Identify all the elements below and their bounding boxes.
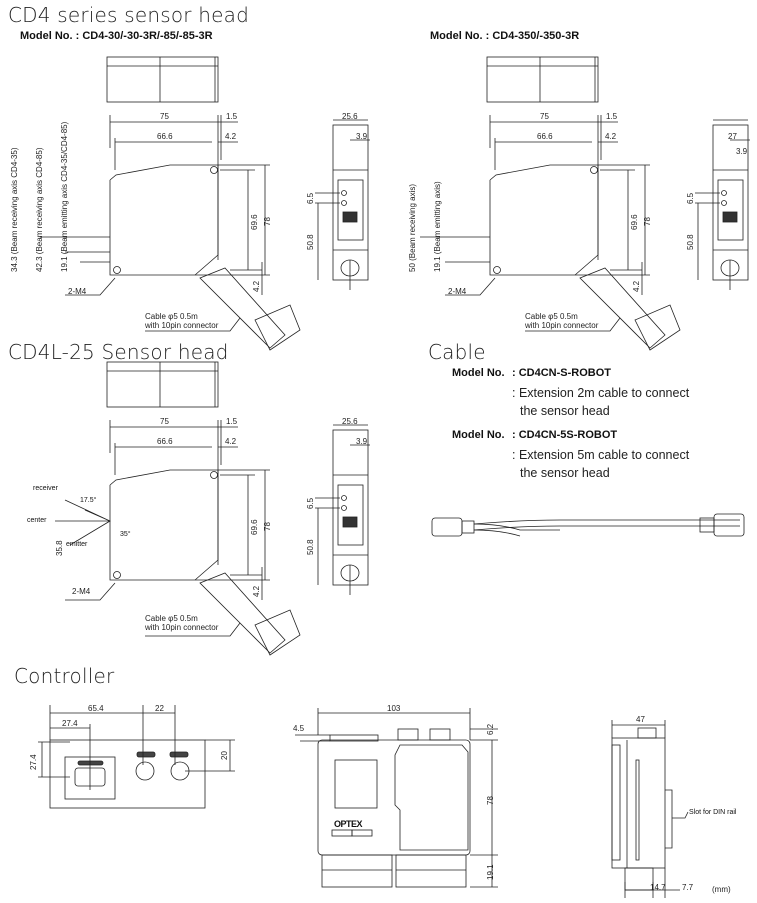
dim-rail-offset: 7.7 (682, 883, 694, 892)
dim-hole-offset: 4.2 (225, 132, 237, 141)
cd4-sensor-drawing (64, 56, 371, 351)
dim-terminal-height: 19.1 (486, 864, 495, 880)
dim-height: 78 (643, 217, 652, 226)
cable-label: Cable φ5 0.5m (145, 312, 198, 321)
dim-inner-width: 66.6 (537, 132, 553, 141)
emitter-label: emitter (66, 541, 88, 548)
dim-top-offset: 6.2 (486, 723, 495, 735)
cable-connector-label: with 10pin connector (525, 321, 599, 330)
cable-label: Cable φ5 0.5m (525, 312, 578, 321)
cable-model-label: Model No. (452, 429, 505, 441)
cable-drawing (431, 513, 745, 537)
dim-front-offset: 3.9 (736, 147, 748, 156)
receiver-angle: 17.5° (80, 497, 97, 504)
dim-height: 78 (263, 217, 272, 226)
dim-width: 75 (160, 417, 169, 426)
beam-axis-label-1: 50 (Beam receiving axis) (408, 183, 417, 272)
dim-connector-offset: 4.5 (293, 724, 305, 733)
dim-inner-width: 66.6 (157, 132, 173, 141)
cable-model-number: : CD4CN-5S-ROBOT (512, 429, 618, 441)
dim-hole-pitch: 69.6 (630, 214, 639, 230)
dim-hole-pitch: 69.6 (250, 214, 259, 230)
dim-width: 65.4 (88, 704, 104, 713)
dim-width: 75 (160, 112, 169, 121)
dim-front-height: 50.8 (306, 539, 315, 555)
dim-led-pitch: 6.5 (686, 192, 695, 204)
section-title-cd4: CD4 series sensor head (8, 3, 250, 27)
dim-width: 75 (540, 112, 549, 121)
dim-front-width: 25.6 (342, 112, 358, 121)
unit-label: (mm) (712, 885, 731, 894)
dim-bottom-offset: 4.2 (252, 280, 261, 292)
dim-height: 78 (486, 796, 495, 805)
cable-description-cont: the sensor head (520, 404, 610, 418)
cable-model-number: : CD4CN-S-ROBOT (512, 367, 611, 379)
dim-front-offset: 3.9 (356, 132, 368, 141)
model-number-cd4-30: Model No. : CD4-30/-30-3R/-85/-85-3R (20, 30, 213, 42)
controller-front-drawing (38, 705, 235, 809)
dim-bottom-offset: 4.2 (632, 280, 641, 292)
dim-port-height: 20 (220, 751, 229, 760)
controller-main-drawing (295, 708, 498, 888)
model-number-cd4-350: Model No. : CD4-350/-350-3R (430, 30, 580, 42)
dim-width: 103 (387, 704, 401, 713)
cd4-350-sensor-drawing (444, 56, 751, 351)
din-rail-slot-label: Slot for DIN rail (689, 809, 737, 816)
beam-axis-label-2: 19.1 (Beam emitting axis) (433, 181, 442, 272)
dim-front-width: 25.6 (342, 417, 358, 426)
beam-axis-label-2: 42.3 (Beam receiving axis CD4-85) (35, 147, 44, 273)
section-title-cd4l: CD4L-25 Sensor head (8, 340, 229, 364)
cable-description-cont: the sensor head (520, 466, 610, 480)
dim-dsub-offset: 27.4 (62, 719, 78, 728)
dim-height: 78 (263, 522, 272, 531)
dim-bottom-offset: 4.2 (252, 585, 261, 597)
dim-terminal-depth: 14.7 (650, 883, 666, 892)
dim-offset: 1.5 (226, 112, 238, 121)
beam-axis-label-1: 34.3 (Beam receiving axis CD4-35) (10, 147, 19, 273)
dim-dsub-height: 27.4 (29, 754, 38, 770)
dim-inner-width: 66.6 (157, 437, 173, 446)
cable-connector-label: with 10pin connector (145, 321, 219, 330)
cable-description: : Extension 2m cable to connect (512, 386, 690, 400)
dim-offset: 1.5 (606, 112, 618, 121)
dim-front-width: 27 (728, 132, 737, 141)
dim-port-pitch: 22 (155, 704, 164, 713)
cd4l-sensor-drawing (64, 361, 371, 656)
receiver-label: receiver (33, 485, 58, 492)
dim-front-height: 50.8 (306, 234, 315, 250)
beam-axis-label-3: 19.1 (Beam emitting axis CD4-35/CD4-85) (60, 121, 69, 272)
mount-holes-label: 2-M4 (68, 287, 87, 296)
mount-holes-label: 2-M4 (448, 287, 467, 296)
dim-depth: 47 (636, 715, 645, 724)
section-title-controller: Controller (14, 664, 115, 688)
cable-model-label: Model No. (452, 367, 505, 379)
dim-hole-offset: 4.2 (225, 437, 237, 446)
mount-holes-label: 2-M4 (72, 587, 91, 596)
dim-hole-pitch: 69.6 (250, 519, 259, 535)
optex-logo: OPTEX (334, 819, 363, 829)
cable-connector-label: with 10pin connector (145, 623, 219, 632)
dim-led-pitch: 6.5 (306, 192, 315, 204)
dim-hole-offset: 4.2 (605, 132, 617, 141)
cable-label: Cable φ5 0.5m (145, 614, 198, 623)
cable-description: : Extension 5m cable to connect (512, 448, 690, 462)
dim-front-height: 50.8 (686, 234, 695, 250)
controller-side-drawing (611, 720, 689, 898)
dim-offset: 1.5 (226, 417, 238, 426)
emitter-angle: 35° (120, 531, 131, 538)
dim-led-pitch: 6.5 (306, 497, 315, 509)
center-label: center (27, 517, 47, 524)
section-title-cable: Cable (428, 340, 486, 364)
dim-emitter-height: 35.8 (55, 540, 64, 556)
dim-front-offset: 3.9 (356, 437, 368, 446)
